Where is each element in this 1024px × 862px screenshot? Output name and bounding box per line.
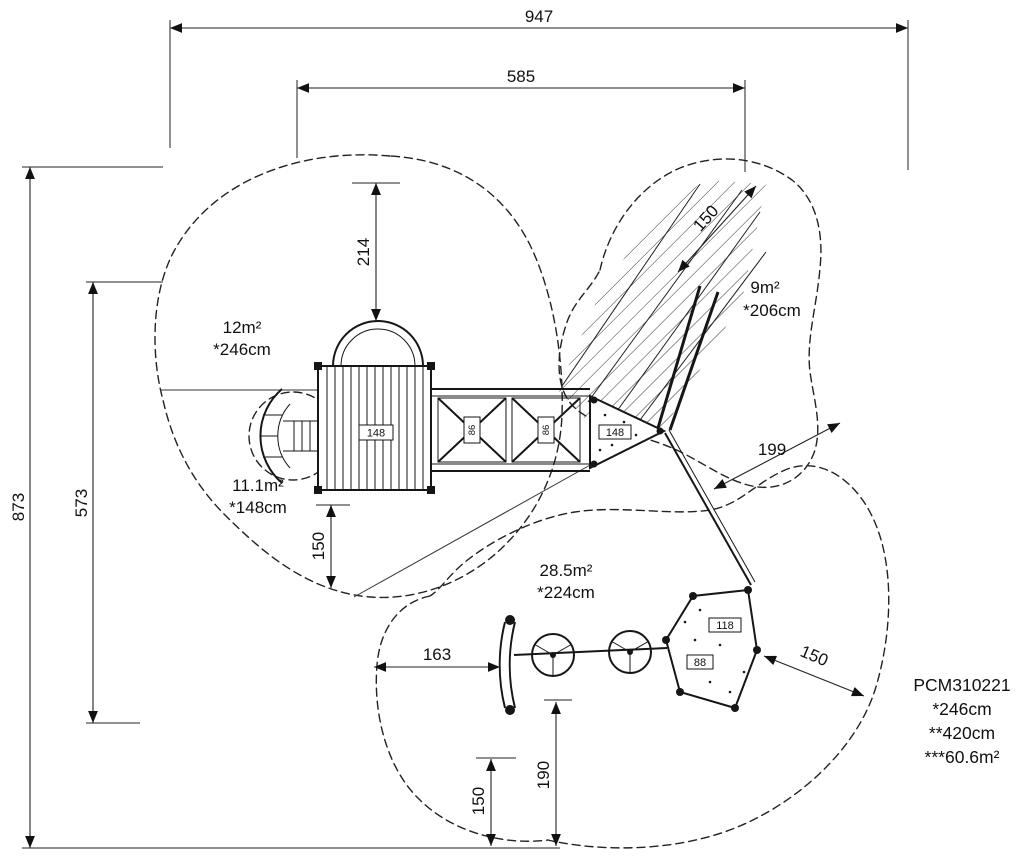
bridge-left-label: 86 — [467, 425, 478, 436]
hatched-net-area — [558, 180, 766, 432]
hexagon-platform: 118 88 — [662, 586, 761, 712]
triangle-platform: 148 — [589, 394, 667, 470]
tower-height-box — [358, 424, 394, 441]
zone-tower-height: *246cm — [213, 340, 271, 359]
hex-height-box — [708, 617, 742, 633]
hex-height-label: 118 — [716, 620, 734, 632]
part-number-block: PCM310221 *246cm **420cm ***60.6m² — [913, 675, 1010, 767]
spinner-wheel-left — [531, 633, 575, 677]
tower-platform: 148 — [314, 320, 435, 494]
zone-spinner-area: 28.5m² — [540, 561, 593, 580]
climbing-wall — [498, 615, 516, 715]
spinner-wheel-right — [608, 630, 652, 674]
tower-planks — [326, 366, 424, 490]
arc-climber — [259, 388, 318, 484]
spinner-assembly — [513, 630, 668, 677]
dimension-lines — [25, 23, 908, 848]
dim-label-214: 214 — [354, 238, 373, 266]
part-code: PCM310221 — [913, 675, 1010, 695]
dim-line-150-hex — [763, 655, 865, 697]
dim-label-190: 190 — [534, 761, 553, 789]
dim-label-199: 199 — [758, 440, 786, 459]
zone-climber-area: 11.1m² — [232, 476, 284, 495]
zone-net-height: *206cm — [743, 301, 801, 320]
tower-roof-arc-outer — [332, 320, 424, 367]
hex-low-label: 88 — [694, 657, 706, 669]
bridge-right-label: 86 — [541, 425, 552, 436]
zone-net-area: 9m² — [750, 278, 780, 297]
bridge-panel-left: 86 — [437, 397, 507, 463]
dim-line-150-net — [677, 185, 757, 273]
bridge-panel-right: 86 — [511, 397, 581, 463]
zone-spinner-outline — [375, 465, 890, 849]
climbing-rope — [664, 429, 756, 586]
tower-height-label: 148 — [367, 428, 385, 440]
tower-posts — [314, 362, 435, 494]
dim-label-585: 585 — [507, 67, 535, 86]
dim-label-947: 947 — [525, 7, 553, 26]
dim-label-163: 163 — [423, 645, 451, 664]
part-star1: *246cm — [932, 699, 991, 719]
hex-low-box — [686, 654, 714, 670]
bridge: 86 86 — [432, 388, 590, 472]
zone-climber-height: *148cm — [229, 498, 287, 517]
dim-line-199 — [713, 422, 841, 490]
tower-roof-arc-inner — [340, 328, 416, 367]
dim-label-573: 573 — [72, 489, 91, 517]
zone-tower-area: 12m² — [223, 318, 262, 337]
dim-label-150-hex: 150 — [797, 642, 831, 671]
extension-lines — [22, 20, 909, 849]
projection-lines — [160, 389, 593, 598]
dim-label-150-wall: 150 — [469, 787, 488, 815]
zone-spinner-height: *224cm — [537, 583, 595, 602]
triangle-height-box — [598, 424, 632, 440]
dim-label-873: 873 — [9, 493, 28, 521]
part-star2: **420cm — [929, 723, 995, 743]
dim-label-150-tower: 150 — [309, 532, 328, 560]
part-star3: ***60.6m² — [925, 747, 1000, 767]
zone-labels: 12m² *246cm 9m² *206cm 11.1m² *148cm 28.… — [213, 278, 801, 602]
triangle-height-label: 148 — [606, 427, 624, 439]
zone-tower-outline — [154, 154, 563, 599]
